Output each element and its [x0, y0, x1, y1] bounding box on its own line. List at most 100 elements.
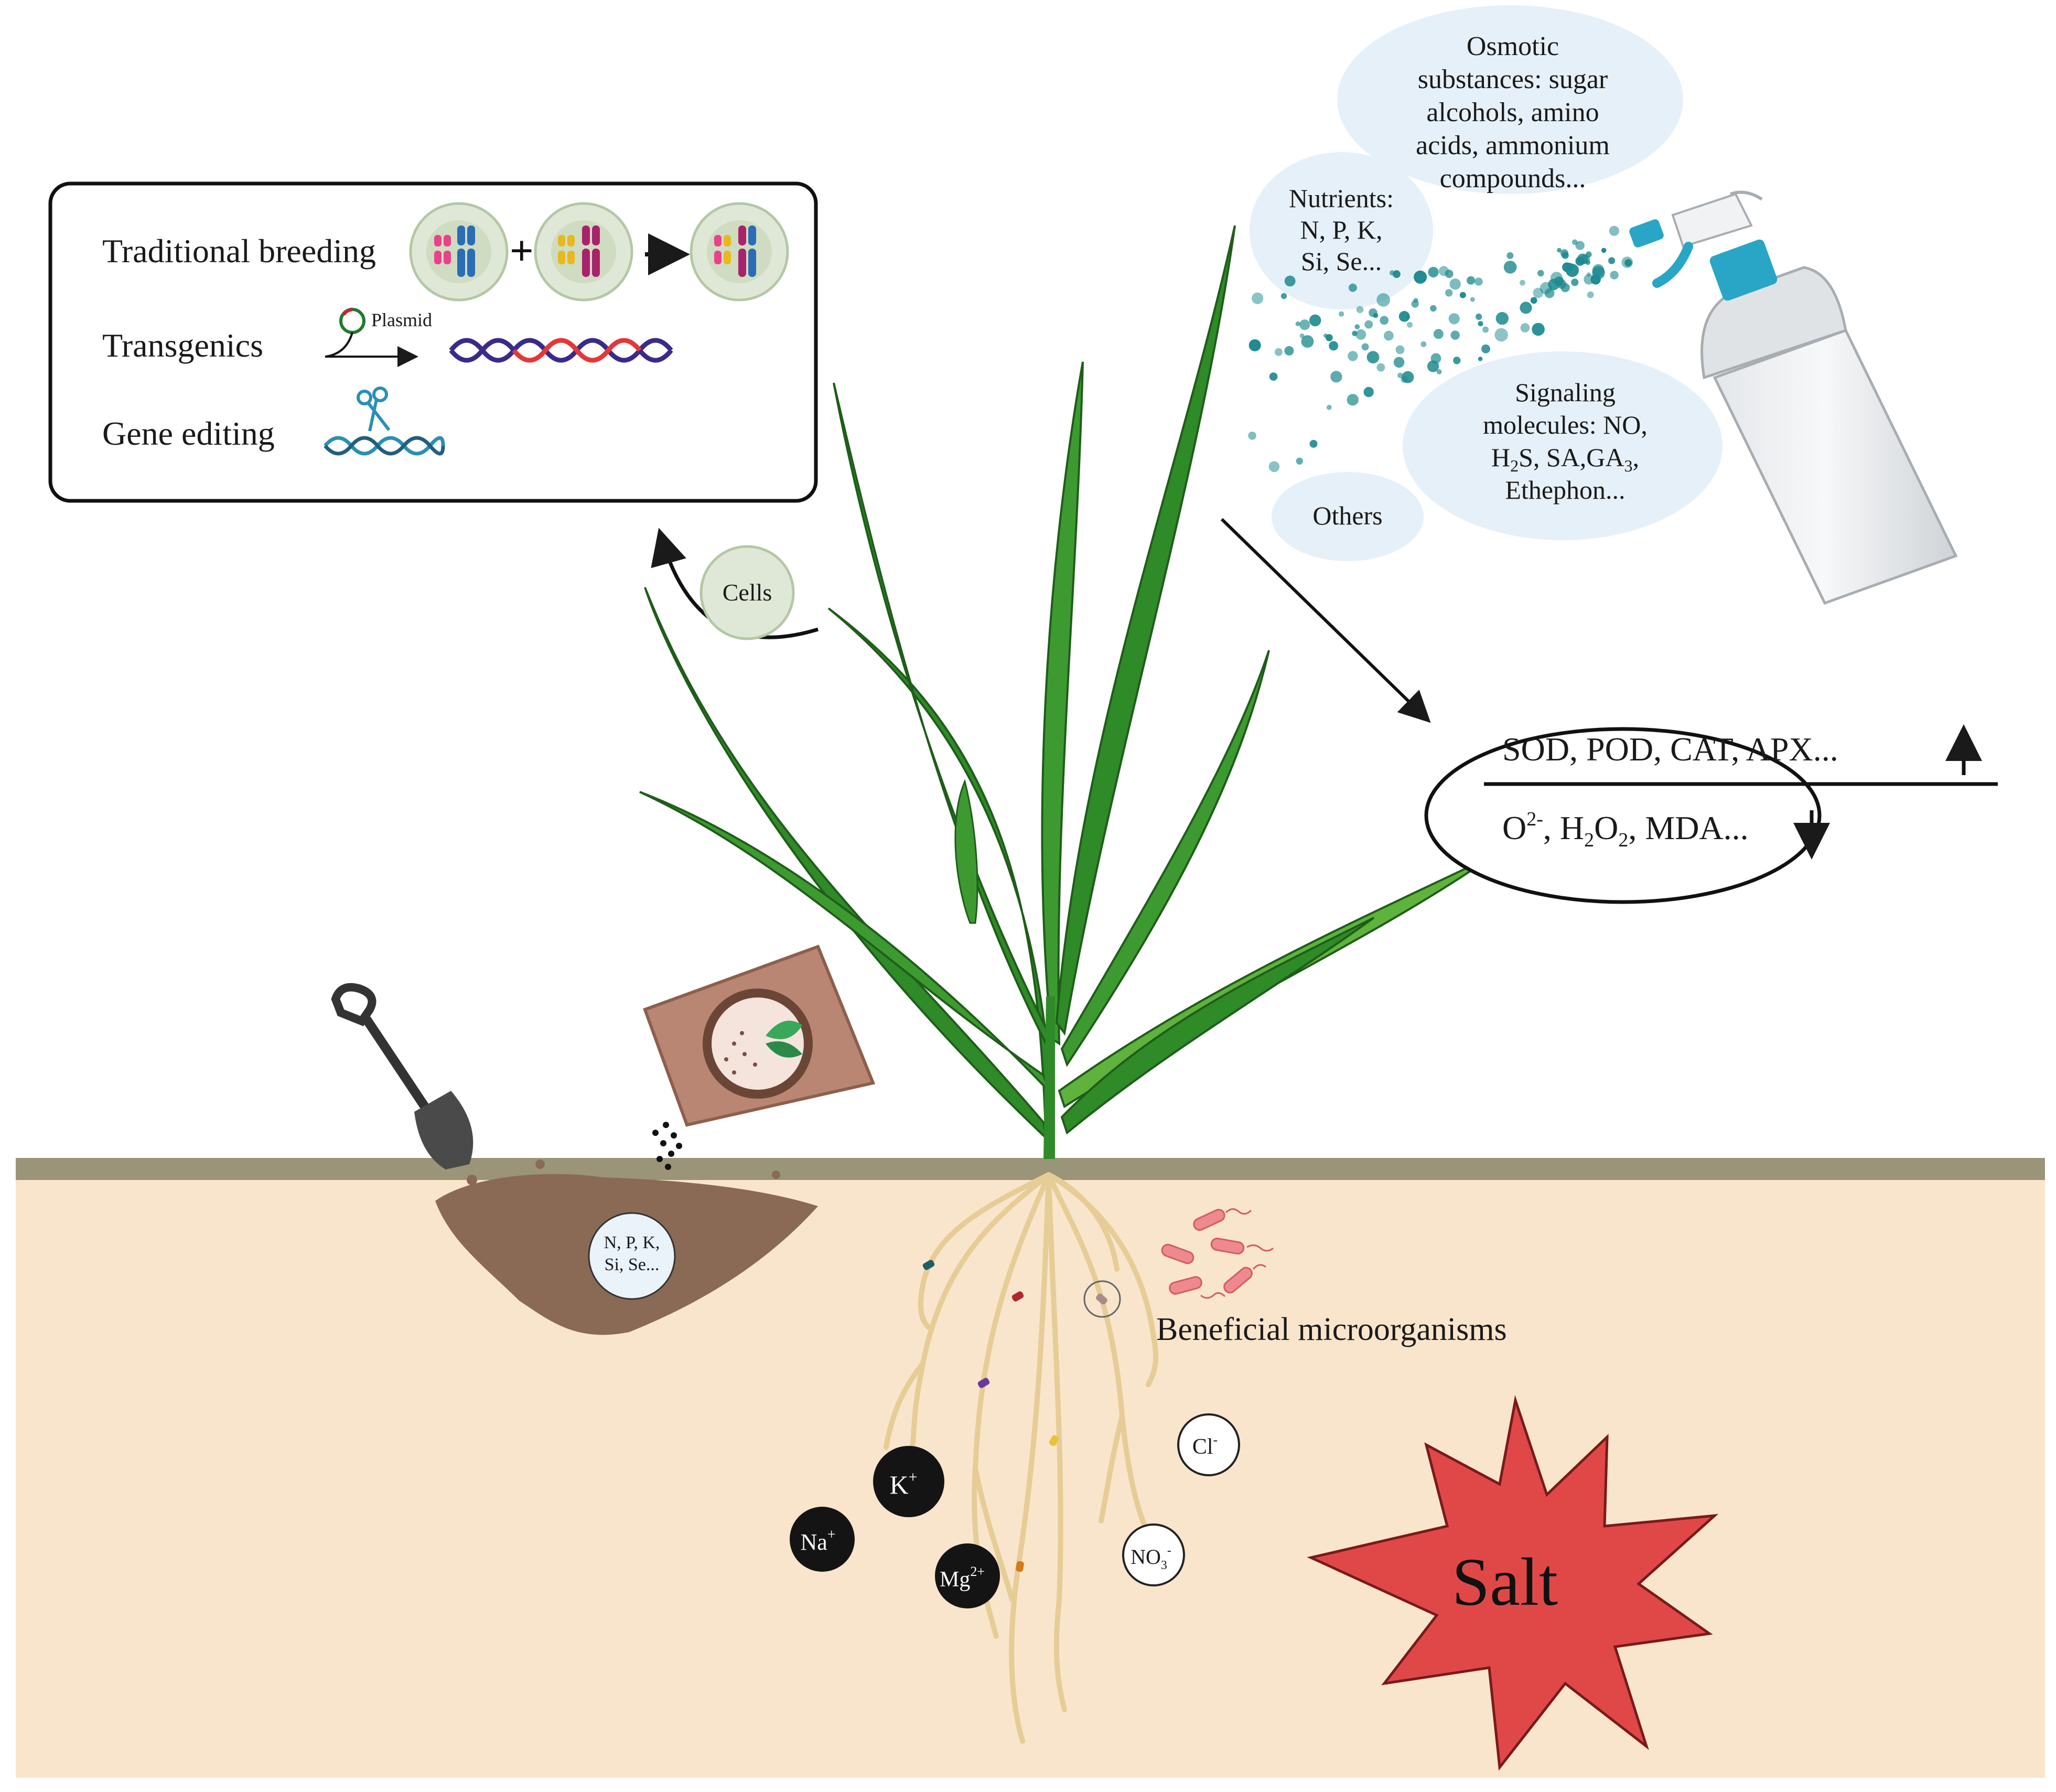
spray-droplet: [1445, 289, 1453, 297]
spray-droplet: [1585, 260, 1590, 265]
spray-droplet: [1395, 345, 1405, 355]
spray-droplet: [1520, 302, 1532, 314]
spray-droplet: [1420, 341, 1427, 347]
spray-droplet: [1363, 387, 1374, 398]
spray-droplet: [1280, 293, 1287, 299]
spray-droplet: [1601, 248, 1607, 253]
ground-line: [16, 1158, 2045, 1180]
plasmid-insert-icon: [342, 307, 353, 316]
spray-droplet: [1380, 316, 1389, 325]
svg-text:substances: sugar: substances: sugar: [1418, 65, 1608, 94]
ion-no3: NO3-: [1122, 1523, 1185, 1586]
plant-leaf: [1060, 650, 1270, 1067]
bacteria-cluster-icon: [1161, 1209, 1253, 1295]
spray-droplet: [1309, 314, 1321, 327]
spray-droplet: [1401, 375, 1408, 383]
spray-droplet: [1252, 292, 1264, 305]
svg-text:Nutrients:: Nutrients:: [1289, 184, 1394, 213]
fertilizer-soil-pit: N, P, K, Si, Se...: [435, 1160, 818, 1335]
spray-droplet: [1476, 313, 1482, 320]
root-bacterium-highlight: [1083, 1280, 1121, 1318]
breeding-methods-box: Traditional breeding Transgenics Gene ed…: [48, 181, 818, 503]
spray-droplet: [1274, 348, 1283, 356]
spray-droplet: [1414, 270, 1427, 284]
spray-droplet: [1575, 241, 1585, 250]
dna-helix-icon: [449, 338, 673, 363]
plasmid-label: Plasmid: [371, 309, 432, 330]
spray-droplet: [1586, 251, 1592, 258]
spray-droplet: [1326, 404, 1332, 410]
spray-droplet: [1398, 310, 1410, 322]
spray-droplet: [1352, 330, 1358, 336]
others-bubble: [1272, 472, 1424, 561]
spray-droplet: [1577, 253, 1588, 265]
spray-droplet: [1427, 360, 1439, 372]
svg-text:Mg2+: Mg2+: [940, 1564, 985, 1592]
spray-droplet: [1356, 306, 1364, 314]
spray-droplet: [1413, 298, 1418, 303]
plant-leaf: [827, 607, 1056, 1155]
spray-droplet: [1405, 315, 1410, 319]
spray-droplet: [1248, 432, 1256, 440]
spray-droplet: [1349, 283, 1357, 292]
spray-droplet: [1453, 357, 1461, 364]
spray-droplet: [1590, 274, 1601, 285]
spray-droplet: [1330, 371, 1342, 383]
spray-droplet: [1592, 264, 1605, 276]
spray-droplet: [1407, 321, 1413, 328]
spray-droplet: [1520, 323, 1530, 332]
spray-droplet: [1366, 351, 1380, 363]
svg-text:K+: K+: [889, 1468, 917, 1499]
svg-text:molecules: NO,: molecules: NO,: [1483, 410, 1648, 439]
spray-droplet: [1557, 248, 1562, 253]
spray-droplet: [1329, 341, 1339, 351]
svg-text:Si, Se...: Si, Se...: [1301, 246, 1382, 276]
fertilizer-line2: Si, Se...: [605, 1255, 660, 1274]
spray-droplet: [1354, 324, 1360, 330]
spray-droplet: [1364, 320, 1373, 329]
spray-droplet: [1376, 363, 1385, 372]
parent-cell-2: [534, 202, 633, 302]
spray-droplet: [1361, 343, 1369, 351]
bacteria-flagella: [1200, 1208, 1274, 1299]
spray-droplet: [1355, 329, 1366, 340]
spray-droplet: [1495, 312, 1509, 325]
nutrients-bubble: [1250, 152, 1433, 309]
offspring-cell: [690, 202, 789, 302]
spray-droplet: [1268, 461, 1280, 473]
signaling-text: Signaling molecules: NO, H2S, SA,GA3, Et…: [1483, 378, 1648, 505]
spray-droplet: [1503, 261, 1517, 274]
spray-droplet: [1449, 278, 1461, 290]
spray-droplet: [1373, 313, 1379, 318]
plant-leaf: [1041, 361, 1084, 1046]
spray-bottle-icon: [1629, 190, 1958, 605]
plant-leaf: [639, 791, 1050, 1092]
spray-droplet: [1295, 321, 1300, 326]
spray-droplet: [1339, 311, 1344, 317]
shovel-icon: [331, 983, 473, 1169]
root-bacterium: [1016, 1561, 1024, 1572]
spray-droplet: [1470, 297, 1475, 302]
spray-droplet: [1478, 357, 1483, 361]
fertilizer-nutrients-bubble: [588, 1212, 676, 1300]
spray-droplet: [1296, 457, 1303, 465]
root-bacterium: [977, 1378, 990, 1388]
spray-droplet: [1393, 357, 1405, 368]
svg-text:Ethephon...: Ethephon...: [1505, 475, 1625, 505]
scissors-icon: [357, 387, 391, 432]
spray-droplet: [1530, 297, 1537, 304]
plasmid-arrow: [325, 332, 418, 367]
spray-droplet: [1301, 335, 1314, 348]
spray-droplet: [1428, 266, 1439, 277]
fertilizer-bag-icon: [643, 945, 876, 1170]
spray-droplet: [1533, 287, 1544, 298]
plant-shoot: [639, 225, 1495, 1159]
spray-droplet: [1309, 439, 1318, 448]
root-bacterium: [1011, 1291, 1024, 1302]
spray-droplet: [1562, 252, 1569, 259]
spray-droplet: [1467, 276, 1476, 285]
cells-label: Cells: [723, 579, 772, 606]
spray-droplet: [1478, 321, 1483, 327]
spray-droplet: [1448, 313, 1460, 325]
